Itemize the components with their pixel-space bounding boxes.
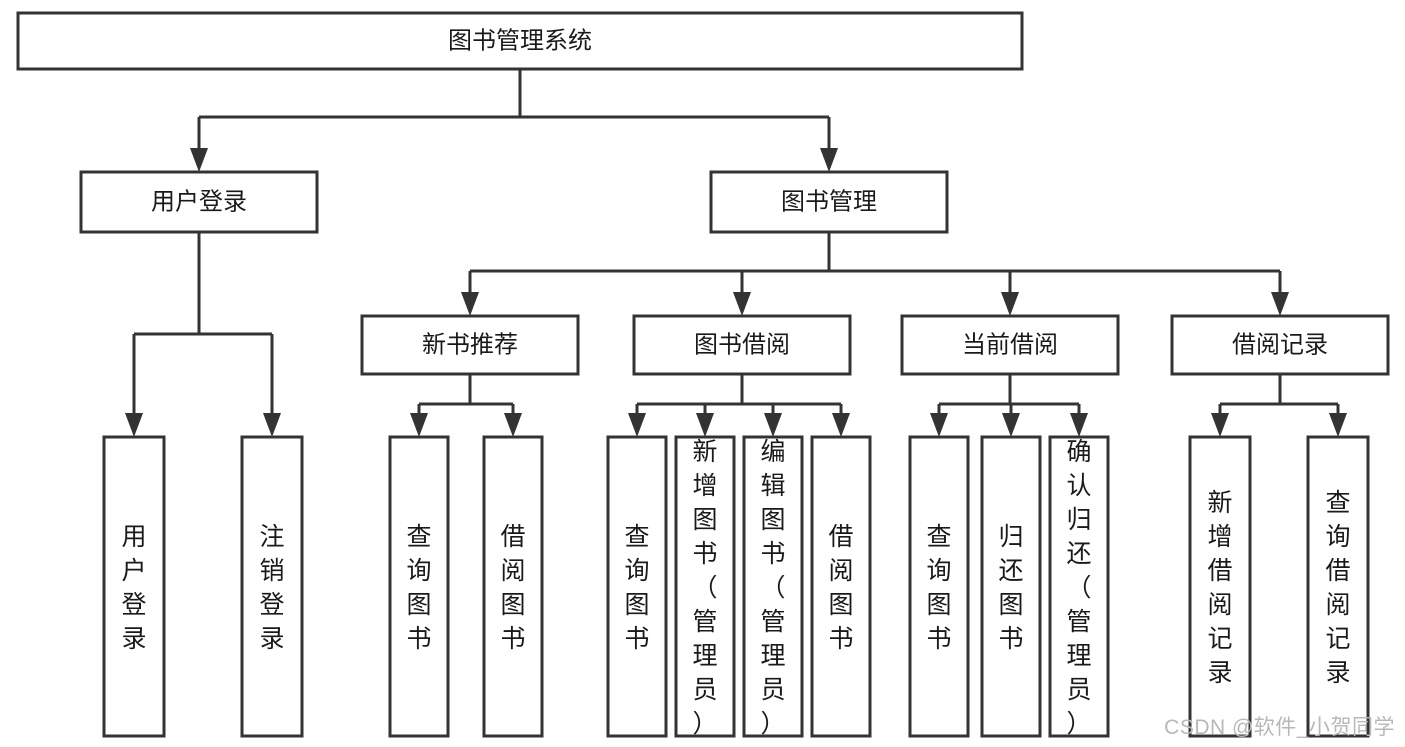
connector-layer <box>125 69 1347 437</box>
node-box <box>674 435 736 738</box>
node-leaf_5[interactable]: 新增图书（管理员） <box>674 435 736 738</box>
node-label: 归还图书 <box>998 523 1023 653</box>
node-label: 编辑图书（管理员） <box>760 438 785 738</box>
node-label: 用户登录 <box>151 188 247 215</box>
node-label: 借阅记录 <box>1232 331 1328 358</box>
arrowhead-icon <box>1211 413 1229 437</box>
node-label: 确认归还（管理员） <box>1066 438 1091 738</box>
node-leaf_0[interactable]: 用户登录 <box>102 435 166 738</box>
node-box <box>709 170 949 234</box>
arrowhead-icon <box>263 413 281 437</box>
node-label: 借阅图书 <box>828 523 853 653</box>
arrowhead-icon <box>930 413 948 437</box>
arrowhead-icon <box>764 413 782 437</box>
node-box <box>1306 435 1370 738</box>
arrowhead-icon <box>1070 413 1088 437</box>
node-label: 当前借阅 <box>962 331 1058 358</box>
node-leaf_8[interactable]: 查询图书 <box>908 435 970 738</box>
node-box <box>240 435 304 738</box>
node-label: 查询图书 <box>926 523 951 653</box>
node-leaf_9[interactable]: 归还图书 <box>980 435 1042 738</box>
arrowhead-icon <box>628 413 646 437</box>
node-label: 查询图书 <box>624 523 649 653</box>
arrowhead-icon <box>832 413 850 437</box>
node-box <box>1188 435 1252 738</box>
node-leaf_12[interactable]: 查询借阅记录 <box>1306 435 1370 738</box>
node-leaf_10[interactable]: 确认归还（管理员） <box>1048 435 1110 738</box>
node-label: 新增借阅记录 <box>1207 489 1232 687</box>
node-leaf_11[interactable]: 新增借阅记录 <box>1188 435 1252 738</box>
node-box <box>482 435 544 738</box>
node-label: 查询借阅记录 <box>1325 489 1350 687</box>
node-box <box>1048 435 1110 738</box>
node-l3_2[interactable]: 当前借阅 <box>900 314 1120 376</box>
arrowhead-icon <box>1271 292 1289 316</box>
node-box <box>810 435 872 738</box>
arrowhead-icon <box>1329 413 1347 437</box>
node-leaf_3[interactable]: 借阅图书 <box>482 435 544 738</box>
node-box <box>908 435 970 738</box>
node-box <box>606 435 668 738</box>
arrowhead-icon <box>461 292 479 316</box>
node-label: 图书管理系统 <box>448 27 592 54</box>
node-leaf_7[interactable]: 借阅图书 <box>810 435 872 738</box>
arrowhead-icon <box>696 413 714 437</box>
node-box <box>980 435 1042 738</box>
arrowhead-icon <box>504 413 522 437</box>
node-label: 借阅图书 <box>500 523 525 653</box>
node-label: 用户登录 <box>121 523 146 653</box>
node-l2_1[interactable]: 图书管理 <box>709 170 949 234</box>
node-root[interactable]: 图书管理系统 <box>16 11 1024 71</box>
node-label: 注销登录 <box>259 523 284 653</box>
node-leaf_6[interactable]: 编辑图书（管理员） <box>742 435 804 738</box>
node-l2_0[interactable]: 用户登录 <box>79 170 319 234</box>
arrowhead-icon <box>1002 413 1020 437</box>
node-box <box>360 314 580 376</box>
node-leaf_2[interactable]: 查询图书 <box>388 435 450 738</box>
arrowhead-icon <box>410 413 428 437</box>
node-box <box>900 314 1120 376</box>
node-box <box>632 314 852 376</box>
arrowhead-icon <box>820 148 838 172</box>
node-label: 图书管理 <box>781 188 877 215</box>
node-l3_0[interactable]: 新书推荐 <box>360 314 580 376</box>
csdn-watermark: CSDN @软件_小贺同学 <box>1164 716 1395 739</box>
node-layer: 图书管理系统用户登录图书管理新书推荐图书借阅当前借阅借阅记录用户登录注销登录查询… <box>16 11 1390 738</box>
node-box <box>742 435 804 738</box>
node-label: 查询图书 <box>406 523 431 653</box>
node-box <box>79 170 319 234</box>
node-label: 新增图书（管理员） <box>692 438 717 738</box>
node-l3_3[interactable]: 借阅记录 <box>1170 314 1390 376</box>
node-leaf_1[interactable]: 注销登录 <box>240 435 304 738</box>
node-box <box>102 435 166 738</box>
arrowhead-icon <box>190 148 208 172</box>
node-leaf_4[interactable]: 查询图书 <box>606 435 668 738</box>
arrowhead-icon <box>125 413 143 437</box>
node-l3_1[interactable]: 图书借阅 <box>632 314 852 376</box>
arrowhead-icon <box>733 292 751 316</box>
node-box <box>388 435 450 738</box>
node-box <box>1170 314 1390 376</box>
node-label: 新书推荐 <box>422 331 518 358</box>
node-label: 图书借阅 <box>694 331 790 358</box>
arrowhead-icon <box>1001 292 1019 316</box>
node-box <box>16 11 1024 71</box>
